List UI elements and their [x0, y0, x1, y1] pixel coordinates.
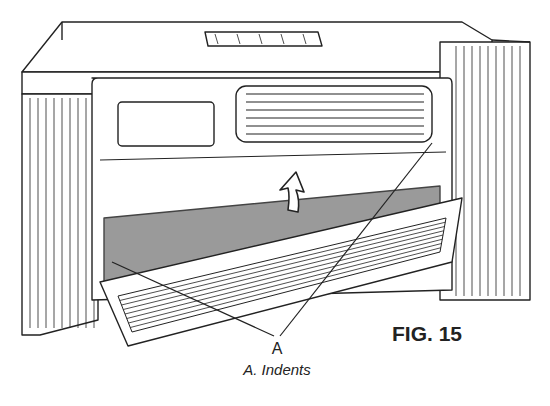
- panel-pleat: [480, 46, 481, 296]
- panel-pleat: [456, 46, 457, 296]
- lift-arrow: [280, 172, 304, 212]
- front-grille: [100, 198, 462, 346]
- vent-slot: [303, 34, 306, 44]
- vent-slot: [281, 34, 284, 44]
- louver-vane: [246, 109, 424, 110]
- grille-slat: [127, 239, 443, 318]
- panel-pleat: [512, 46, 513, 296]
- panel-pleat: [46, 98, 47, 328]
- grille-slat: [125, 235, 443, 314]
- cabinet-edge: [61, 22, 62, 40]
- louver-vane: [246, 93, 424, 94]
- grille-slat: [130, 248, 441, 328]
- leader-line: [280, 143, 432, 336]
- louver-vane: [246, 125, 424, 126]
- panel-pleat: [488, 46, 489, 296]
- callout-letter: A: [272, 340, 283, 358]
- vent-slot: [215, 34, 218, 44]
- grille-slat: [122, 227, 445, 306]
- panel-pleat: [496, 46, 497, 296]
- panel-pleat: [78, 98, 79, 328]
- panel-pleat: [54, 98, 55, 328]
- panel-pleat: [38, 98, 39, 328]
- grille-slat: [123, 231, 444, 310]
- panel-pleat: [464, 46, 465, 296]
- louver-vane: [246, 101, 424, 102]
- panel-pleat: [70, 98, 71, 328]
- air-louver: [236, 86, 432, 142]
- body-seam: [100, 152, 446, 160]
- panel-pleat: [62, 98, 63, 328]
- panel-pleat: [504, 46, 505, 296]
- right-side-panel: [440, 40, 530, 300]
- legend-note: A. Indents: [243, 362, 311, 379]
- vent-slot: [259, 34, 262, 44]
- left-side-panel: [22, 94, 98, 335]
- panel-pleat: [30, 98, 31, 328]
- panel-pleat: [86, 98, 87, 328]
- vent-slot: [237, 34, 240, 44]
- panel-pleat: [520, 46, 521, 296]
- grille-slat: [129, 244, 442, 324]
- top-vent: [205, 32, 322, 46]
- control-panel: [118, 102, 214, 146]
- cabinet-top: [22, 22, 492, 72]
- louver-vane: [246, 117, 424, 118]
- louver-vane: [246, 133, 424, 134]
- leader-line: [112, 262, 274, 336]
- figure-number: FIG. 15: [392, 322, 462, 345]
- panel-pleat: [472, 46, 473, 296]
